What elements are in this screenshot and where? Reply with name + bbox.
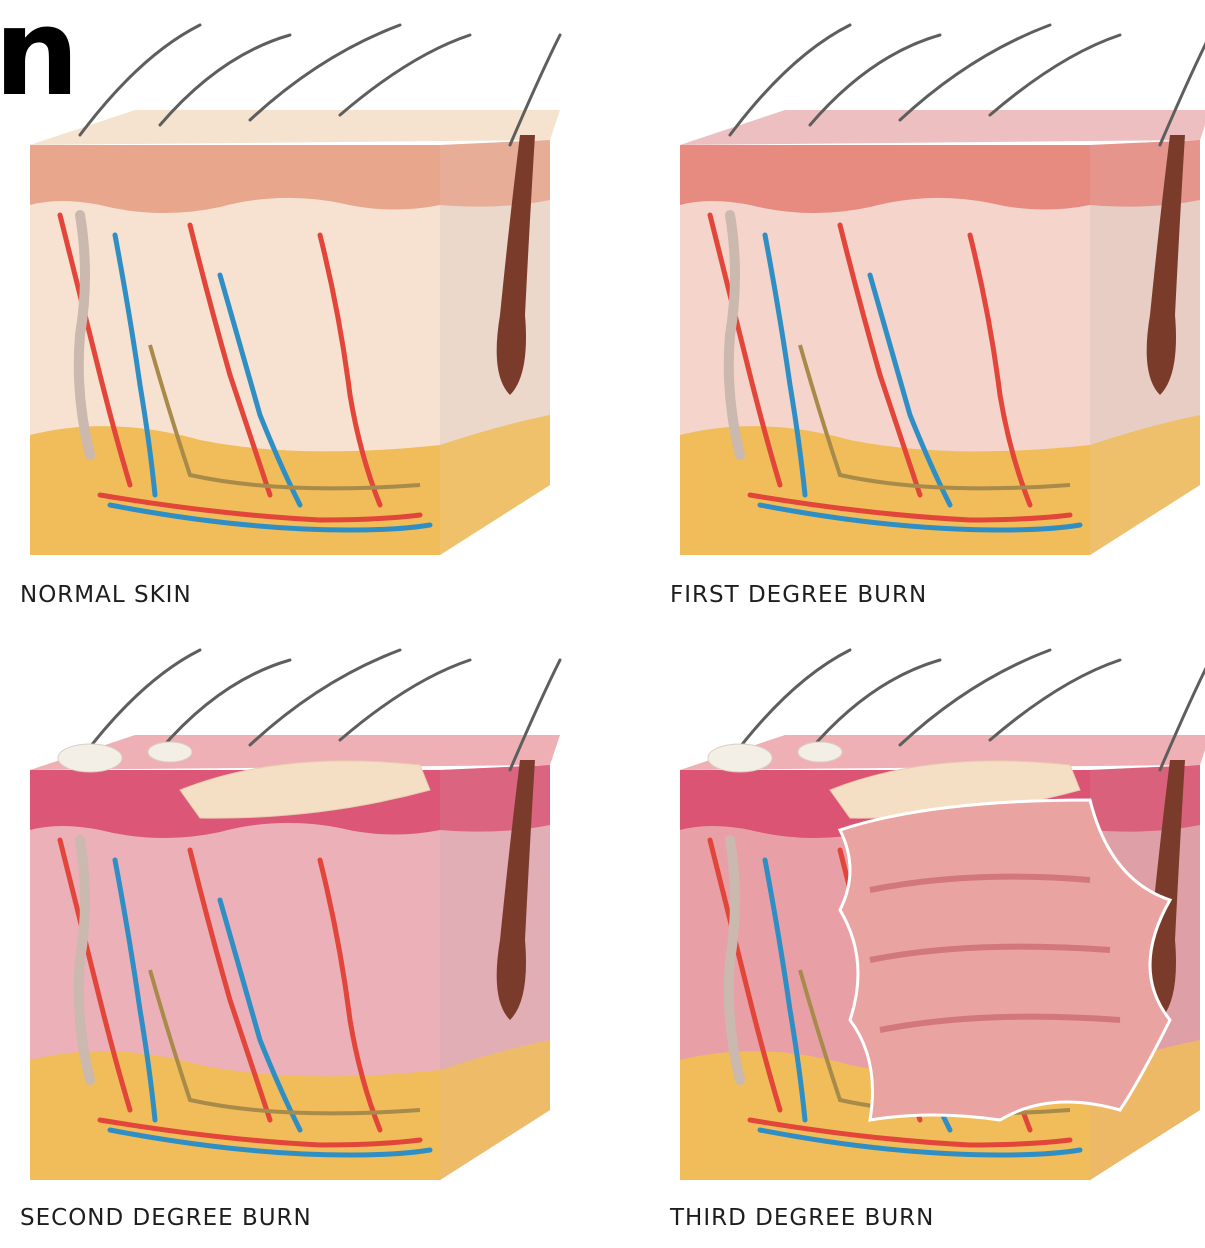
blister — [798, 742, 842, 762]
blister — [148, 742, 192, 762]
title-fragment: n — [0, 0, 79, 114]
epidermis-layer — [30, 145, 440, 213]
hair-strand — [990, 35, 1120, 115]
label-normal-skin: NORMAL SKIN — [20, 582, 192, 608]
panel-third-degree-burn: THIRD DEGREE BURN — [670, 640, 1205, 1240]
epidermis-layer — [680, 145, 1090, 213]
blister — [708, 744, 772, 772]
hair-strand — [340, 35, 470, 115]
skin-cross-section-first-degree — [670, 15, 1205, 575]
hair-strand — [990, 660, 1120, 740]
label-first-degree-burn: FIRST DEGREE BURN — [670, 582, 927, 608]
panel-first-degree-burn: FIRST DEGREE BURN — [670, 15, 1205, 615]
skin-top-surface — [30, 110, 560, 145]
label-third-degree-burn: THIRD DEGREE BURN — [670, 1205, 934, 1231]
panel-second-degree-burn: SECOND DEGREE BURN — [20, 640, 580, 1240]
label-second-degree-burn: SECOND DEGREE BURN — [20, 1205, 312, 1231]
skin-cross-section-third-degree — [670, 640, 1205, 1200]
blister — [58, 744, 122, 772]
skin-cross-section-normal — [20, 15, 580, 575]
skin-cross-section-second-degree — [20, 640, 580, 1200]
hair-strand — [340, 660, 470, 740]
panel-normal-skin: NORMAL SKIN — [20, 15, 580, 615]
skin-top-surface — [680, 110, 1205, 145]
